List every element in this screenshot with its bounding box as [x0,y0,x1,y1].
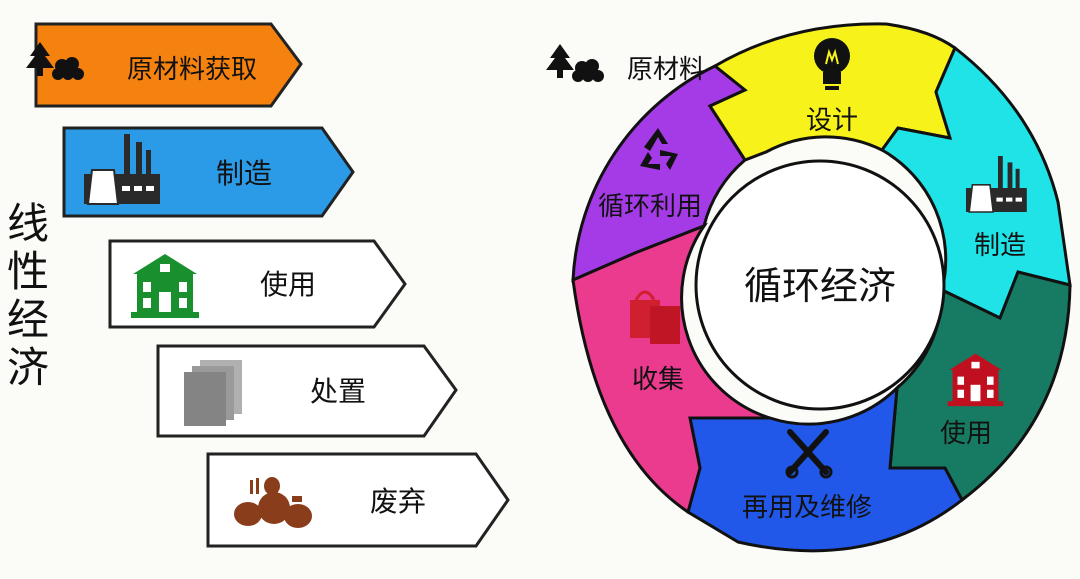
linear-step-4: 处置 [156,344,458,438]
circular-economy-ring: 循环经济 设计 制造 使用 再用及维修 收集 循环利用 [571,22,1072,553]
linear-step-1: 原材料获取 [26,22,303,108]
segment-label-collect: 收集 [632,365,684,395]
linear-step-label: 废弃 [370,485,426,518]
linear-step-label: 使用 [260,268,316,301]
segment-label-reuse-repair: 再用及维修 [742,493,872,523]
linear-step-2: 制造 [62,126,355,218]
raw-material-input: 原材料 [546,44,705,85]
linear-step-label: 处置 [310,375,366,408]
linear-step-label: 制造 [216,157,272,190]
ring-segment-design [707,22,957,162]
ring-center [694,159,946,411]
trees-rocks-icon [546,44,604,82]
linear-economy-title: 线性经济 [6,199,49,392]
center-label: 循环经济 [744,264,896,308]
segment-label-manufacture: 制造 [974,231,1026,261]
linear-step-label: 原材料获取 [127,55,257,85]
input-label: 原材料 [627,55,705,85]
linear-step-5: 废弃 [206,452,510,548]
documents-icon [184,360,242,426]
ring-segment-collect [571,222,771,515]
linear-step-3: 使用 [108,239,407,329]
segment-label-use: 使用 [940,419,992,449]
segment-label-design: 设计 [806,106,858,136]
segment-label-recycle: 循环利用 [598,192,702,222]
